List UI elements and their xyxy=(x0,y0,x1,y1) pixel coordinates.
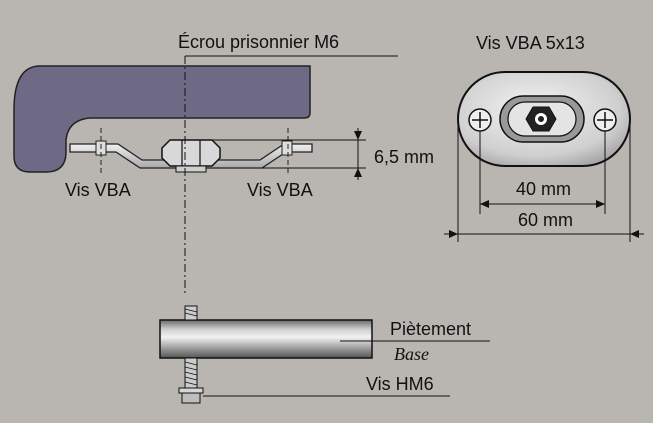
dimension-40 xyxy=(479,131,606,214)
screw-left-label: Vis VBA xyxy=(65,180,131,200)
bracket-screw-right xyxy=(281,140,293,156)
mounting-bracket xyxy=(69,143,313,169)
armrest-shape xyxy=(13,65,311,173)
vis-hm6-label: Vis HM6 xyxy=(366,374,434,394)
height-dimension xyxy=(212,128,366,180)
height-dimension-label: 6,5 mm xyxy=(374,147,434,167)
dimension-40-label: 40 mm xyxy=(516,179,571,199)
captive-nut xyxy=(161,139,221,173)
plate-screw-right-icon xyxy=(593,108,617,132)
dimension-60 xyxy=(444,120,644,242)
plate-title: Vis VBA 5x13 xyxy=(476,33,585,53)
pietement-label: Piètement xyxy=(390,319,471,339)
base-tube xyxy=(159,319,373,359)
dimension-60-label: 60 mm xyxy=(518,210,573,230)
vba-plate-view xyxy=(457,71,631,167)
nut-label: Écrou prisonnier M6 xyxy=(178,32,339,52)
hm6-screw xyxy=(178,305,204,404)
base-label: Base xyxy=(394,344,429,364)
plate-screw-left-icon xyxy=(468,108,492,132)
screw-right-label: Vis VBA xyxy=(247,180,313,200)
